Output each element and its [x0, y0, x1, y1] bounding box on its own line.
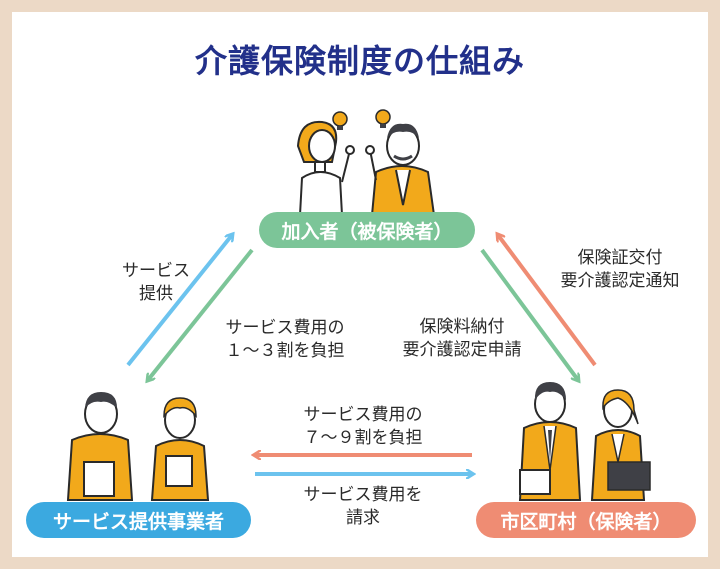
lightbulb-icon	[332, 111, 348, 130]
provider-man-illustration	[66, 392, 134, 501]
label-premium-payment: 保険料納付 要介護認定申請	[402, 317, 522, 360]
arrow-cost-share-1-3	[148, 248, 254, 380]
label-cost-share-1-3: サービス費用の １～３割を負担	[225, 318, 345, 361]
lightbulb-icon	[375, 109, 391, 128]
label-service-provision: サービス 提供	[122, 261, 190, 304]
arrow-service-provision	[126, 235, 232, 367]
node-municipality: 市区町村（保険者）	[476, 502, 696, 538]
insured-man-illustration	[365, 123, 436, 216]
label-cost-share-7-9: サービス費用の ７～９割を負担	[303, 405, 423, 448]
page-title: 介護保険制度の仕組み	[194, 42, 525, 80]
node-provider: サービス提供事業者	[26, 502, 251, 538]
provider-woman-illustration	[150, 397, 210, 501]
node-insured: 加入者（被保険者）	[259, 212, 475, 248]
municipality-man-illustration	[518, 382, 582, 501]
insured-woman-illustration	[296, 120, 355, 216]
municipality-woman-illustration	[590, 389, 651, 501]
arrow-certificate-issue	[498, 235, 597, 367]
label-certificate-issue: 保険証交付 要介護認定通知	[560, 248, 680, 291]
arrow-premium-payment	[480, 248, 578, 380]
label-cost-claim: サービス費用を 請求	[303, 485, 423, 528]
